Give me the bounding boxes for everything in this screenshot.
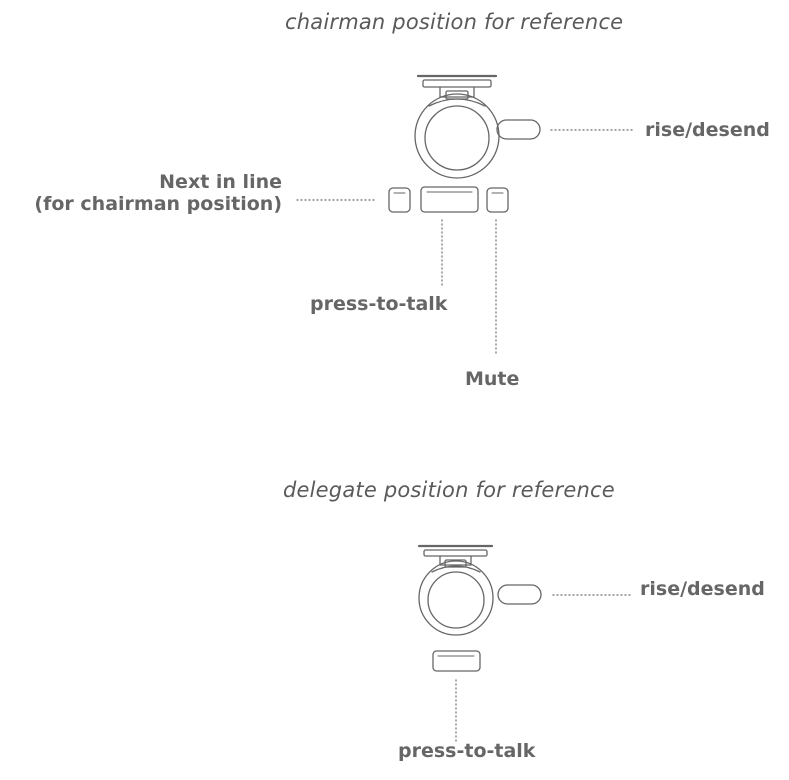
delegate-press-to-talk-button — [432, 650, 481, 672]
chairman-section-title: chairman position for reference — [285, 10, 624, 34]
chairman-mute-button — [486, 187, 509, 213]
chairman-rise-button — [496, 119, 541, 140]
delegate-press-to-talk-label: press-to-talk — [398, 740, 536, 762]
chairman-press-to-talk-label: press-to-talk — [310, 293, 448, 315]
delegate-rise-label: rise/desend — [640, 578, 765, 600]
chairman-press-to-talk-button — [420, 186, 479, 213]
delegate-section-title: delegate position for reference — [283, 478, 615, 502]
chairman-next-in-line-button — [388, 187, 411, 213]
chairman-mute-label: Mute — [465, 368, 520, 390]
next-in-line-subtitle: (for chairman position) — [34, 193, 282, 215]
next-in-line-title: Next in line — [159, 171, 282, 193]
chairman-microphone-icon — [414, 74, 500, 179]
delegate-microphone-icon — [417, 544, 494, 636]
chairman-rise-label: rise/desend — [645, 119, 770, 141]
chairman-next-in-line-label: Next in line (for chairman position) — [0, 171, 282, 215]
delegate-rise-button — [497, 584, 542, 605]
